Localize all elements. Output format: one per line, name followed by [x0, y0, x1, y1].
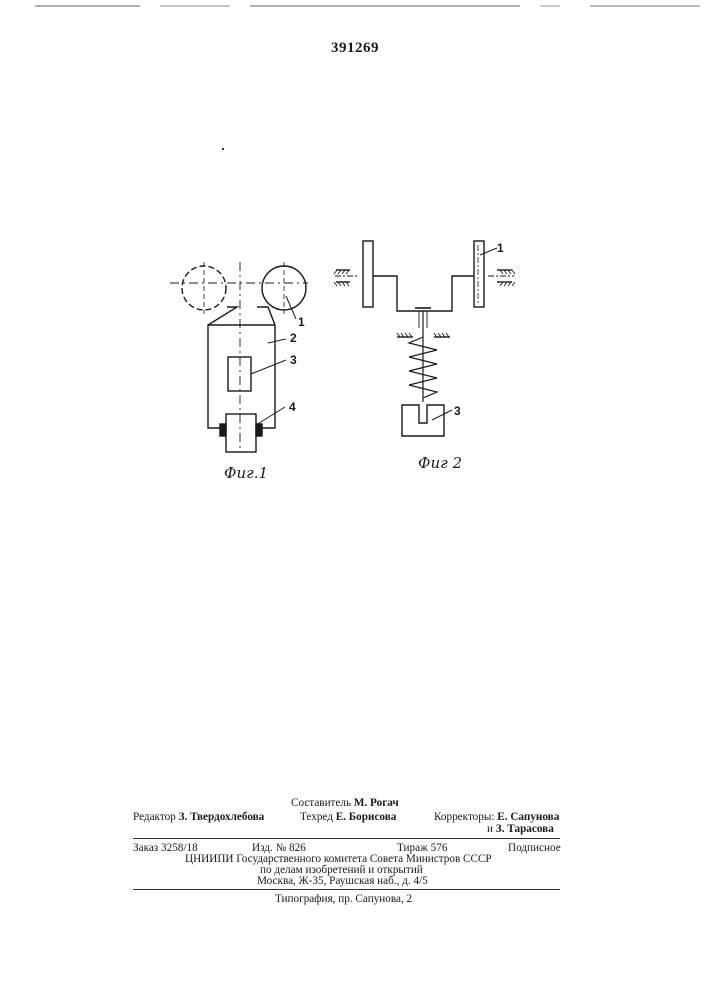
fig2-crank-axle [373, 276, 474, 311]
techred-label: Техред [300, 811, 333, 823]
drawings: 1 2 3 4 Фиг.1 [0, 0, 707, 500]
fig2-spring [409, 337, 437, 398]
corrector-2-line: и З. Тарасова [487, 823, 554, 835]
fig1-part-3 [228, 357, 251, 391]
compiler-line: Составитель М. Рогач [291, 797, 399, 809]
fig2-label-1: 1 [497, 241, 504, 255]
fig1-label-3: 3 [290, 353, 297, 367]
editor-name: З. Твердохлебова [179, 811, 265, 823]
corrector-1-name: Е. Сапунова [497, 811, 559, 823]
imprint-divider-bottom [133, 889, 560, 890]
figure-1 [170, 262, 308, 452]
compiler-name: М. Рогач [354, 797, 399, 809]
correctors-label: Корректоры: [434, 811, 495, 823]
fig2-part-3 [402, 405, 444, 436]
techred-line: Техред Е. Борисова [300, 811, 396, 823]
fig2-caption: Фиг 2 [418, 454, 462, 472]
fig1-caption: Фиг.1 [224, 464, 268, 482]
subscription-note: Подписное [508, 842, 561, 854]
imprint-divider-top [133, 838, 560, 839]
editor-label: Редактор [133, 811, 176, 823]
compiler-label: Составитель [291, 797, 351, 809]
printing-house: Типография, пр. Сапунова, 2 [275, 893, 412, 905]
figure-2 [334, 241, 515, 436]
fig2-left-wheel [363, 241, 373, 307]
institute-address: Москва, Ж-35, Раушская наб., д. 4/5 [257, 875, 428, 887]
fig1-part-4 [226, 414, 256, 452]
corrector-and: и [487, 823, 493, 835]
correctors-line: Корректоры: Е. Сапунова [434, 811, 559, 823]
fig1-label-4: 4 [289, 400, 296, 414]
fig2-right-wheel [474, 241, 484, 307]
corrector-2-name: З. Тарасова [496, 823, 554, 835]
techred-name: Е. Борисова [336, 811, 397, 823]
fig1-label-1: 1 [298, 315, 305, 329]
editor-line: Редактор З. Твердохлебова [133, 811, 264, 823]
fig2-label-3: 3 [454, 404, 461, 418]
fig1-label-2: 2 [290, 331, 297, 345]
